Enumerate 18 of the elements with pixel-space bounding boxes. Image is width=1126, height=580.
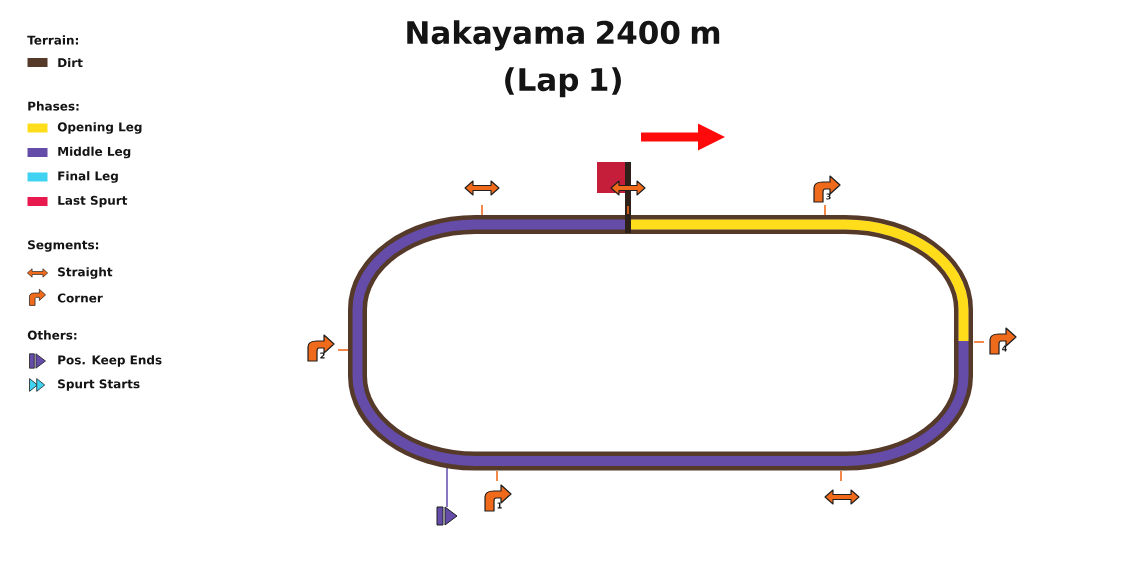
legend-label: Dirt <box>58 57 83 68</box>
legend-heading: Phases: <box>28 101 79 111</box>
legend-label: Straight <box>58 267 113 279</box>
corner-number: 4 <box>1002 345 1007 352</box>
legend-label: Last Spurt <box>58 195 128 208</box>
legend-label: Final Leg <box>58 171 118 183</box>
legend-label: Spurt Starts <box>58 379 140 391</box>
title: Nakayama 2400 m (Lap 1) <box>407 20 720 98</box>
corner-number: 3 <box>826 193 831 200</box>
legend-heading: Terrain: <box>27 35 78 45</box>
corner-number: 2 <box>320 352 325 359</box>
legend-label: Corner <box>57 293 103 303</box>
legend-label: Pos. Keep Ends <box>58 355 162 367</box>
legend-label: Opening Leg <box>57 122 142 134</box>
legend-heading: Others: <box>27 330 77 340</box>
legend-label: Middle Leg <box>58 146 131 159</box>
corner-number: 1 <box>497 502 502 509</box>
legend-heading: Segments: <box>28 240 99 252</box>
